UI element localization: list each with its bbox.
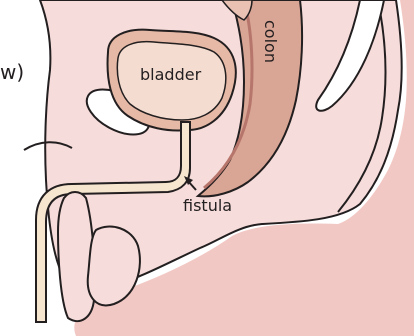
colon-label: colon [261, 20, 280, 63]
bladder-label: bladder [140, 65, 202, 84]
partial-left-label: w) [0, 60, 24, 84]
fistula-label: fistula [183, 196, 232, 215]
